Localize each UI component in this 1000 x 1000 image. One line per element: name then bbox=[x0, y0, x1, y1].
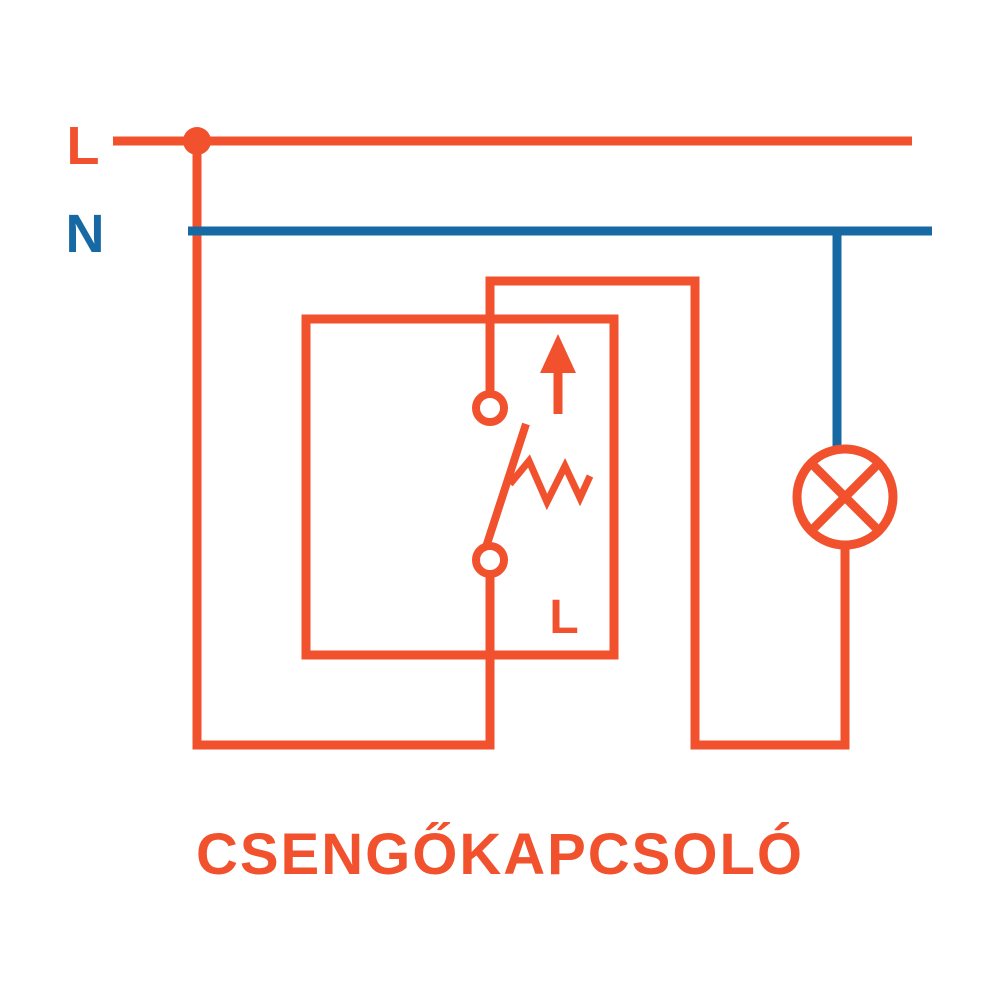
switch-enclosure-box bbox=[301, 314, 619, 660]
switch-lever bbox=[482, 422, 530, 549]
spring-zigzag-icon bbox=[507, 454, 594, 511]
lamp-cross-line-2 bbox=[807, 459, 883, 535]
switch-bottom-terminal bbox=[472, 542, 508, 578]
diagram-title: CSENGŐKAPCSOLÓ bbox=[196, 822, 804, 887]
live-line-label: L bbox=[67, 116, 100, 176]
switch-to-lamp-wire bbox=[485, 276, 850, 750]
arrow-up-icon bbox=[540, 334, 576, 373]
neutral-line-label: N bbox=[66, 204, 105, 264]
switch-terminal-label: L bbox=[549, 591, 578, 644]
junction-dot bbox=[183, 127, 211, 155]
switch-top-terminal bbox=[472, 390, 508, 426]
